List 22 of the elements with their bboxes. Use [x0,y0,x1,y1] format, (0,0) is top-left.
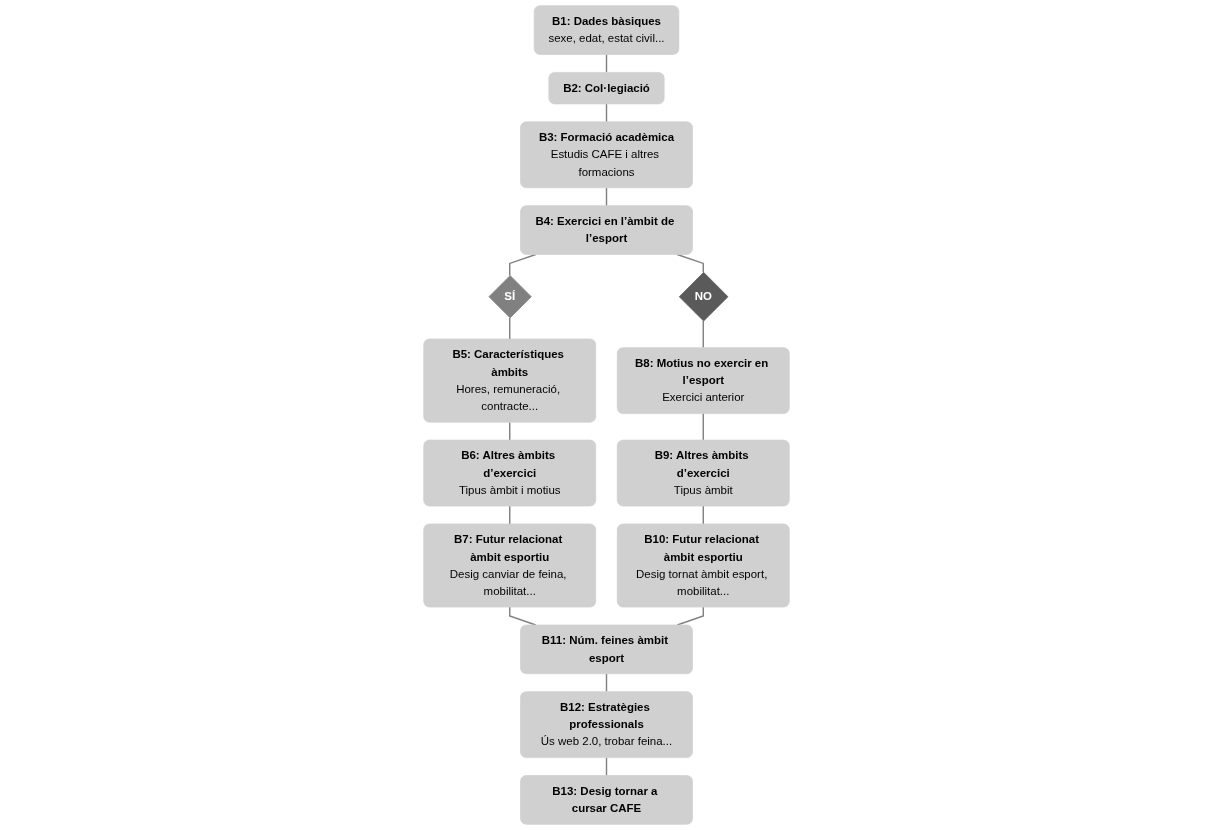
connector [509,606,537,626]
node-box: B2: Col·legiació [548,72,665,105]
node-diamond: NO [678,272,729,322]
node-box: B4: Exercici en l’àmbit de l’esport [520,205,693,255]
node-box: B12: Estratègies professionals Ús web 2.0, trobar feina... [520,691,693,758]
connector [509,253,537,277]
connector [509,317,511,340]
connector [676,606,704,626]
node-box: B8: Motius no exercir en l’esport Exercici anterior [616,347,790,414]
node-box: B1: Dades bàsiques sexe, edat, estat civil... [533,5,680,55]
connector [676,253,704,274]
node-box: B5: Característiques àmbits Hores, remuneració, contracte... [423,338,597,423]
node-box: B6: Altres àmbits d’exercici Tipus àmbit i motius [423,439,597,507]
connector [702,320,704,349]
node-box: B13: Desig tornar a cursar CAFE [520,775,693,825]
connector [702,412,704,441]
node-box: B3: Formació acadèmica Estudis CAFE i altres formacions [520,121,693,189]
node-box: B9: Altres àmbits d’exercici Tipus àmbit [616,439,790,507]
node-box: B11: Núm. feines àmbit esport [520,624,693,675]
node-diamond: SÍ [488,275,532,319]
node-box: B7: Futur relacionat àmbit esportiu Desig canviar de feina, mobilitat... [423,523,597,608]
node-box: B10: Futur relacionat àmbit esportiu Desig tornat àmbit esport, mobilitat... [616,523,790,608]
